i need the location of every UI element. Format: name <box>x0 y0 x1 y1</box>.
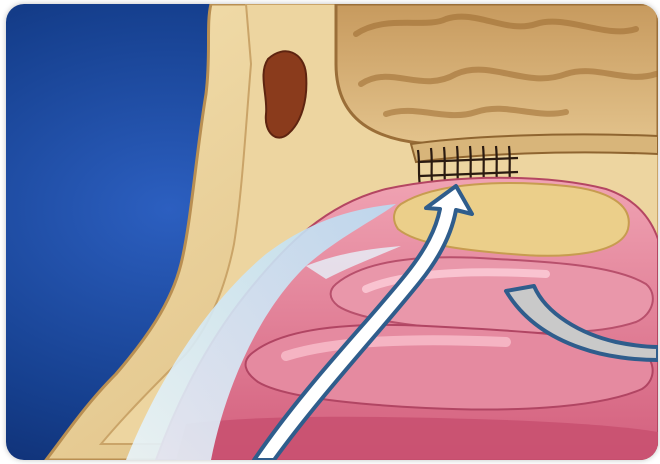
nasal-anatomy-illustration <box>6 4 658 460</box>
illustration-frame <box>6 4 658 460</box>
